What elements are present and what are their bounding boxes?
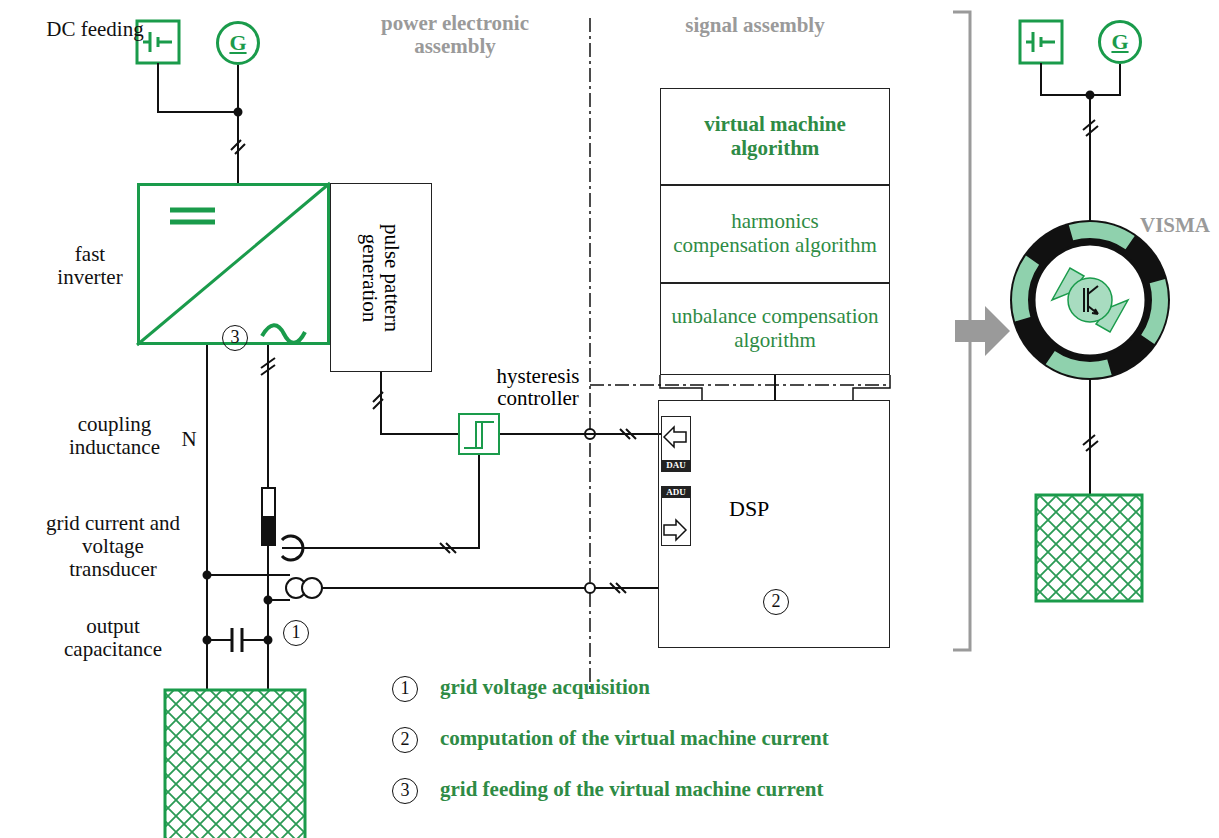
connector (381, 372, 458, 434)
legend-text: grid voltage acquisition (440, 676, 1000, 699)
inverter-box: 3 (137, 183, 330, 345)
grid-symbol (165, 690, 305, 838)
block-label: unbalance compensation algorithm (671, 305, 879, 352)
callout-number: 2 (763, 589, 789, 615)
grid-symbol (1036, 495, 1142, 601)
callout-number: 3 (392, 778, 418, 804)
generator-circle: G (216, 21, 260, 65)
annotation-label: power electronic assembly (365, 12, 545, 58)
annotation-label: N (178, 428, 200, 451)
annotation-label: VISMA (1140, 214, 1215, 237)
legend-text: computation of the virtual machine curre… (440, 727, 1000, 750)
hysteresis-box: hysteresis controller (458, 413, 500, 455)
annotation-label: fast inverter (40, 243, 140, 289)
algorithm-box: unbalance compensation algorithm (660, 283, 890, 375)
block-label: pulse pattern generation (359, 185, 403, 370)
algorithm-box: harmonics compensation algorithm (660, 185, 890, 283)
block-heading: hysteresis controller (482, 365, 594, 409)
block-label: virtual machine algorithm (671, 113, 879, 160)
pulse-box: pulse pattern generation (330, 183, 432, 372)
legend-text: grid feeding of the virtual machine curr… (440, 778, 1000, 801)
unit-label: ADU (662, 487, 690, 498)
annotation-label: DC feeding (40, 18, 150, 41)
annotation-label: grid current and voltage transducer (38, 512, 188, 581)
connector (237, 65, 239, 183)
generator-letter: G (229, 30, 246, 56)
connector (774, 375, 776, 400)
annotation-label: output capacitance (38, 615, 188, 661)
dau-box: DAU (661, 416, 691, 472)
callout-number: 1 (392, 676, 418, 702)
unit-label: DAU (662, 460, 690, 471)
wiring (137, 12, 1170, 838)
block-label: harmonics compensation algorithm (671, 210, 879, 257)
generator-circle: G (1098, 20, 1142, 64)
callout-number: 1 (283, 620, 309, 646)
adu-box: ADU (661, 486, 691, 546)
callout-number: 3 (222, 325, 248, 351)
dsp-box: DSP 2 DAU ADU (658, 400, 890, 648)
annotation-label: signal assembly (665, 14, 845, 37)
callout-number: 2 (392, 727, 418, 753)
generator-letter: G (1111, 29, 1128, 55)
algorithm-box: virtual machine algorithm (660, 88, 890, 185)
connector (500, 433, 661, 435)
block-label: DSP (729, 496, 769, 522)
annotation-label: coupling inductance (52, 413, 177, 459)
